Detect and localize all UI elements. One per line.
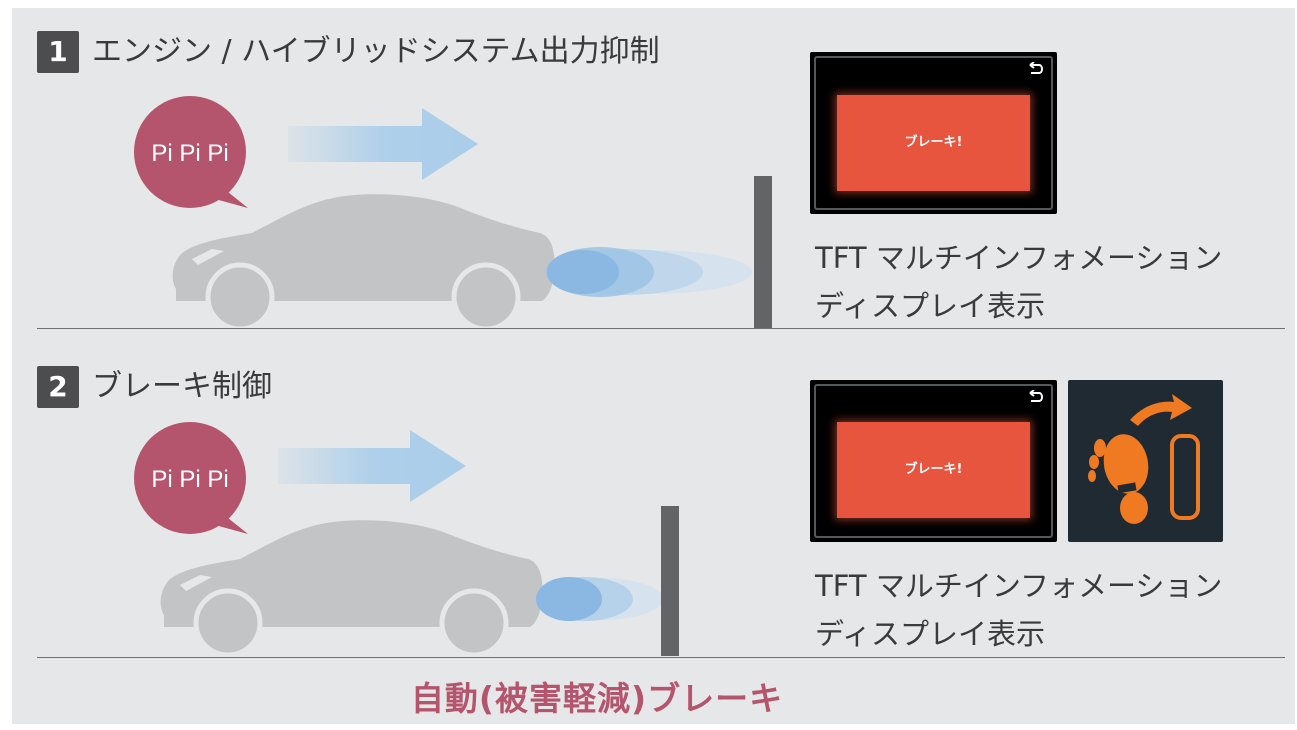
step-2-title: ブレーキ制御	[92, 369, 272, 404]
step-1-caption-line1: TFT マルチインフォメーション	[815, 241, 1223, 275]
step-2-number: 2	[37, 366, 79, 408]
step-1-tft-display: ブレーキ!	[810, 52, 1057, 214]
step-2-tft-display: ブレーキ!	[810, 380, 1057, 542]
step-2-caption-line2: ディスプレイ表示	[815, 617, 1045, 651]
speech-bubble-icon	[134, 96, 248, 208]
step-2-caption-line1: TFT マルチインフォメーション	[815, 569, 1223, 603]
step-1-title: エンジン / ハイブリッドシステム出力抑制	[92, 34, 660, 69]
back-icon	[1029, 390, 1043, 402]
step-2-car-silhouette-icon	[160, 520, 543, 657]
step-1-number: 1	[37, 31, 79, 73]
back-icon	[1029, 62, 1043, 74]
step-2-warning-text: ブレーキ!	[837, 422, 1030, 518]
step-1-caption-line2: ディスプレイ表示	[815, 289, 1045, 323]
step-2-bubble-text: Pi Pi Pi	[151, 466, 229, 493]
step-2-obstacle-pole	[661, 506, 679, 656]
step-2-speech-bubble: Pi Pi Pi	[134, 422, 250, 538]
speech-bubble-icon	[134, 422, 248, 534]
step-1-warning-text: ブレーキ!	[837, 95, 1030, 191]
footer-title: 自動(被害軽減)ブレーキ	[410, 679, 784, 718]
step-1-obstacle-pole	[754, 176, 772, 329]
divider-2	[37, 657, 1285, 658]
divider-1	[37, 328, 1285, 329]
foot-on-brake-icon	[1088, 394, 1200, 524]
step-2-brake-indicator	[1068, 380, 1223, 542]
step-1-car-silhouette-icon	[172, 194, 555, 331]
step-1-forward-arrow-icon	[288, 108, 478, 180]
step-1-bubble-text: Pi Pi Pi	[151, 140, 229, 167]
step-1-radar-wave-icon	[546, 247, 752, 297]
step-2-radar-wave-icon	[536, 577, 663, 621]
step-2-forward-arrow-icon	[278, 430, 466, 502]
step-1-speech-bubble: Pi Pi Pi	[134, 96, 250, 212]
